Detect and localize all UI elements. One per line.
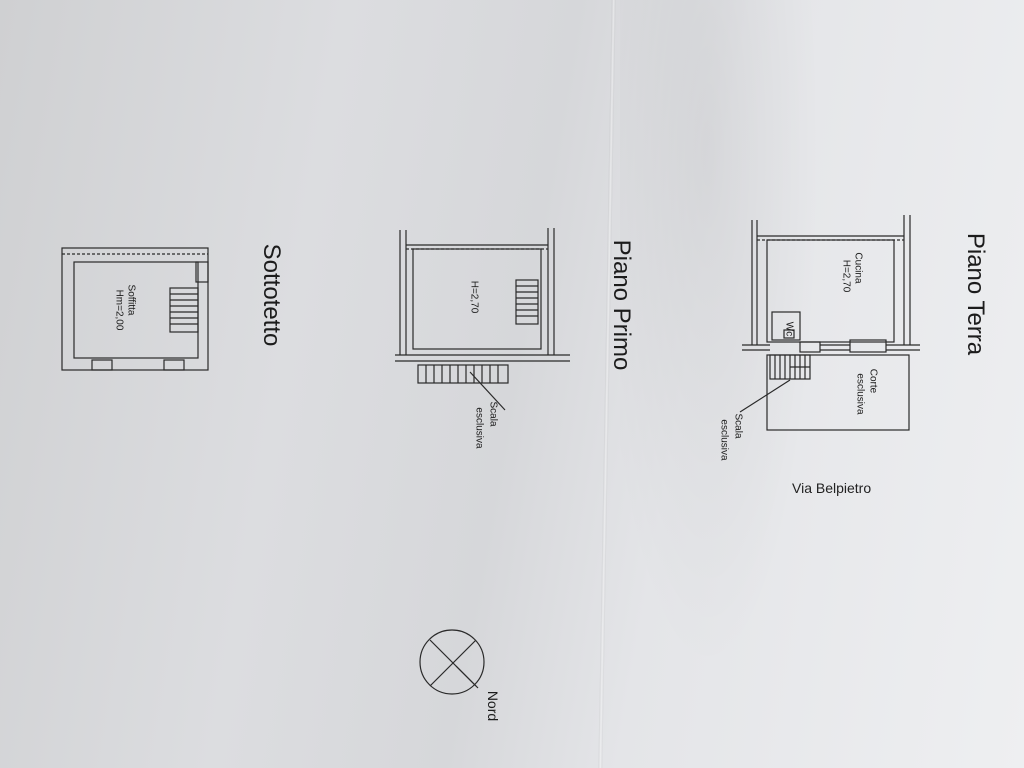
room-name-cucina: Cucina <box>852 252 864 284</box>
title-piano-terra: Piano Terra <box>962 232 989 356</box>
street-label: Via Belpietro <box>792 480 872 496</box>
court-label-line2: esclusiva <box>854 373 866 415</box>
compass-label: Nord <box>485 690 501 722</box>
stair-label-primo-line1: Scala <box>487 401 499 427</box>
room-height-sottotetto: Hm=2,00 <box>113 289 125 331</box>
stair-label-terra-line2: esclusiva <box>718 419 730 461</box>
title-piano-primo: Piano Primo <box>608 239 635 371</box>
room-height-terra: H=2,70 <box>840 259 852 293</box>
wc-label: Wc <box>783 321 795 337</box>
plan-piano-terra <box>739 215 920 431</box>
north-compass-icon <box>419 629 485 695</box>
title-sottotetto: Sottotetto <box>258 243 285 347</box>
stair-label-primo-line2: esclusiva <box>473 407 485 449</box>
stair-label-terra-line1: Scala <box>732 413 744 439</box>
plan-sottotetto <box>61 247 209 371</box>
fold-shadow <box>620 0 840 768</box>
room-name-soffitta: Soffitta <box>125 284 137 316</box>
court-label-line1: Corte <box>867 368 879 394</box>
plan-piano-primo <box>395 228 570 411</box>
room-height-primo: H=2,70 <box>468 280 480 314</box>
